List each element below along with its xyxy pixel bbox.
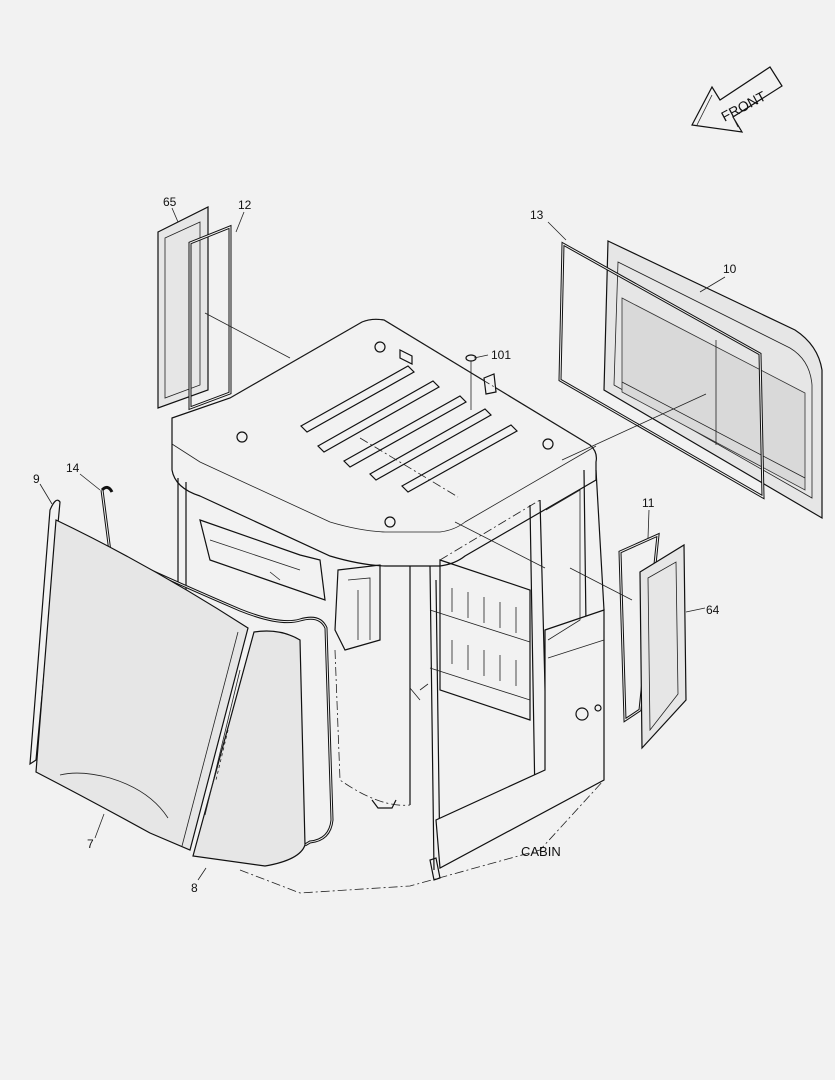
callout-13: 13 bbox=[530, 208, 544, 222]
part-65-glass bbox=[157, 206, 209, 409]
part-101-plug bbox=[465, 354, 477, 410]
callout-14: 14 bbox=[66, 461, 80, 475]
assembly-label: CABIN bbox=[521, 844, 561, 859]
callout-12: 12 bbox=[238, 198, 252, 212]
part-7-windshield bbox=[35, 519, 249, 851]
callout-64: 64 bbox=[706, 603, 720, 617]
part-8-windshield bbox=[192, 630, 306, 867]
leader-lines bbox=[39, 207, 726, 881]
front-direction-arrow: FRONT bbox=[691, 66, 783, 133]
part-10-glass bbox=[603, 240, 823, 520]
frame-slots bbox=[451, 588, 517, 686]
callout-8: 8 bbox=[191, 881, 198, 895]
part-11-seal bbox=[618, 532, 660, 723]
cabin-frame bbox=[171, 318, 605, 894]
callout-101: 101 bbox=[491, 348, 511, 362]
part-12-seal bbox=[188, 224, 232, 411]
part-14-seal bbox=[100, 485, 334, 847]
roof-bolts bbox=[236, 341, 554, 528]
callout-65: 65 bbox=[163, 195, 177, 209]
callout-9: 9 bbox=[33, 472, 40, 486]
callout-11: 11 bbox=[642, 496, 655, 510]
callout-10: 10 bbox=[723, 262, 737, 276]
part-13-seal bbox=[558, 241, 765, 500]
callout-7: 7 bbox=[87, 837, 94, 851]
callout-labels: 65 12 13 10 101 9 14 11 64 7 8 CABIN bbox=[33, 195, 737, 895]
part-64-glass bbox=[639, 543, 687, 750]
